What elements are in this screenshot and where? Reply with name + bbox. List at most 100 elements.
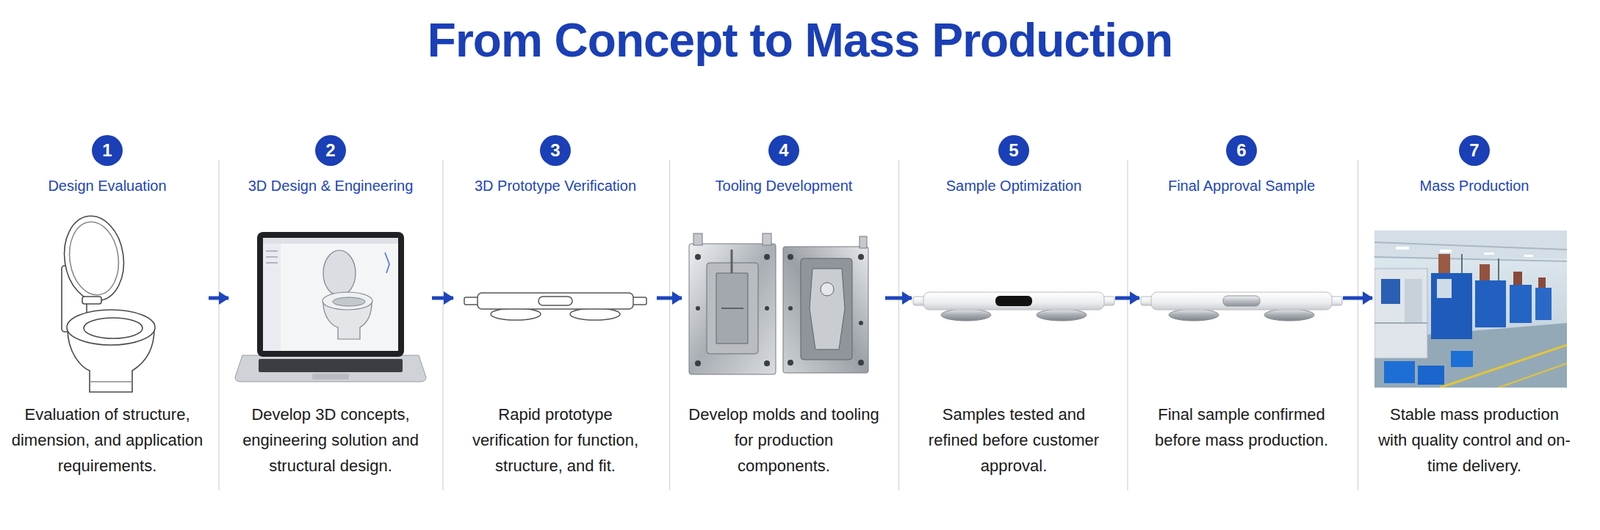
step-column: 7Mass ProductionStable mass production w…	[1373, 135, 1576, 480]
step-description: Rapid prototype verification for functio…	[454, 401, 657, 480]
toilet-sketch-part	[66, 310, 156, 346]
approval-sample-part	[1223, 296, 1260, 307]
badge-slot: 7	[1458, 135, 1490, 167]
toilet-sketch-part	[83, 318, 143, 339]
factory-photo-part	[1374, 322, 1428, 324]
illustration-slot	[6, 194, 208, 402]
badge-slot: 6	[1226, 135, 1257, 167]
laptop-cad-part	[257, 232, 405, 358]
badge-circle	[1226, 135, 1257, 167]
mold-tooling-part	[706, 262, 759, 355]
badge-slot: 3	[539, 135, 571, 167]
toilet-sketch-part	[58, 212, 129, 305]
step-column: 1Design EvaluationEvaluation of structur…	[6, 135, 208, 480]
factory-photo-part	[1483, 252, 1495, 255]
step-number-badge: 7	[1458, 135, 1490, 167]
callout-number: 1	[91, 135, 123, 167]
mold-tooling	[689, 233, 869, 375]
mold-tooling-part	[788, 306, 793, 311]
factory-photo-part	[1374, 230, 1567, 388]
toilet-sketch-part	[64, 218, 123, 299]
callout-number: 4	[768, 135, 800, 167]
illustration-slot	[683, 194, 885, 402]
badge-slot: 4	[768, 135, 800, 167]
page-title: From Concept to Mass Production	[427, 13, 1173, 67]
factory-photo-part	[1417, 365, 1445, 385]
callout-number: 3	[539, 135, 571, 167]
laptop-cad-part	[322, 292, 373, 311]
factory-photo-part	[1538, 277, 1546, 288]
prototype-sketch-part	[464, 297, 479, 305]
factory-photo-part	[1498, 363, 1567, 388]
laptop-cad-part	[262, 243, 281, 352]
factory-photo-part	[1439, 345, 1567, 388]
step-number-badge: 1	[91, 135, 123, 167]
step-description: Develop molds and tooling for production…	[683, 401, 885, 480]
factory-photo-part	[1475, 280, 1506, 328]
column-dividers-part	[218, 160, 219, 491]
mold-tooling-part	[694, 360, 701, 367]
mold-tooling-part	[858, 359, 864, 366]
callout-number: 5	[998, 135, 1030, 167]
illustration-slot	[1140, 194, 1343, 402]
prototype-sketch-part	[570, 308, 621, 321]
badge-circle	[539, 135, 571, 167]
mold-tooling-part	[809, 268, 845, 350]
sample-part-part	[1036, 309, 1087, 322]
laptop-cad-part	[265, 262, 278, 264]
callout-number: 7	[1458, 135, 1490, 167]
mold-tooling-part	[764, 306, 770, 311]
badge-slot: 2	[315, 135, 347, 167]
flow-arrow	[656, 296, 682, 301]
badge-circle	[998, 135, 1030, 167]
factory-photo-part	[1509, 285, 1532, 324]
badge-slot: 5	[998, 135, 1030, 167]
mold-tooling-part	[721, 307, 744, 310]
mold-tooling-part	[820, 282, 834, 297]
illustration-slot	[1373, 194, 1576, 402]
mold-tooling-part	[693, 233, 703, 246]
column-dividers-part	[442, 160, 443, 491]
step-number-badge: 2	[315, 135, 347, 167]
sample-part-part	[923, 292, 1105, 311]
mold-tooling-part	[689, 243, 776, 375]
factory-photo-part	[1461, 254, 1463, 274]
step-number-badge: 5	[998, 135, 1030, 167]
sample-part-part	[941, 309, 992, 322]
step-description: Develop 3D concepts, engineering solutio…	[229, 401, 432, 480]
mold-tooling-part	[695, 306, 701, 311]
step-number-badge: 6	[1226, 135, 1257, 167]
prototype-sketch-part	[490, 308, 541, 321]
step-description: Samples tested and refined before custom…	[913, 401, 1115, 480]
approval-sample	[1140, 292, 1343, 322]
factory-photo-part	[1431, 273, 1473, 340]
toilet-sketch-part	[89, 381, 133, 383]
flow-arrow	[431, 296, 454, 301]
step-description: Final sample confirmed before mass produ…	[1140, 401, 1343, 454]
mold-tooling-part	[716, 273, 748, 344]
column-dividers-part	[898, 160, 900, 491]
laptop-cad-part	[265, 250, 278, 252]
step-heading: Final Approval Sample	[1168, 177, 1315, 195]
factory-photo-part	[1513, 271, 1523, 286]
factory-photo-part	[1384, 361, 1415, 384]
prototype-sketch	[464, 293, 647, 321]
step-column: 4Tooling DevelopmentDevelop molds and to…	[683, 135, 885, 480]
step-column: 6Final Approval SampleFinal sample confi…	[1140, 135, 1343, 454]
mold-tooling-part	[762, 233, 772, 246]
factory-photo-part	[1524, 254, 1534, 258]
laptop-cad-part	[262, 238, 399, 244]
illustration-slot	[454, 194, 657, 402]
column-dividers-part	[1357, 160, 1359, 491]
step-heading: 3D Design & Engineering	[248, 177, 414, 195]
title-bar: From Concept to Mass Production	[0, 13, 1600, 68]
flow-arrow	[1115, 296, 1140, 301]
step-heading: 3D Prototype Verification	[474, 177, 637, 195]
mold-tooling-part	[858, 254, 864, 261]
toilet-sketch	[58, 212, 156, 393]
column-dividers	[218, 160, 1359, 491]
callout-number: 2	[315, 135, 347, 167]
flow-arrow	[208, 296, 229, 301]
badge-circle	[91, 135, 123, 167]
